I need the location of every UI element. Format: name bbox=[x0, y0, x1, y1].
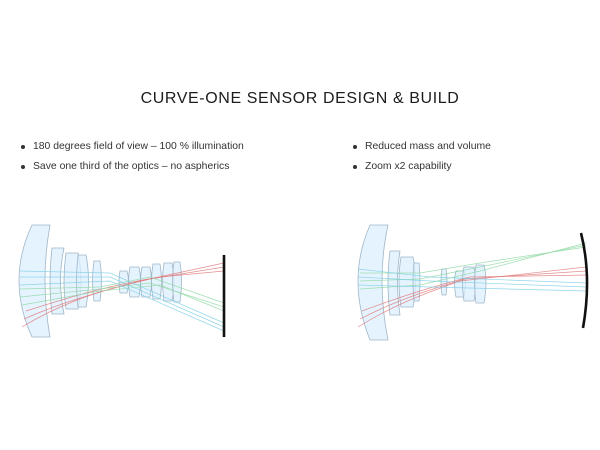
ray-blue-2 bbox=[20, 276, 225, 328]
right-bullet-1: Reduced mass and volume bbox=[352, 140, 491, 160]
page-title: CURVE-ONE SENSOR DESIGN & BUILD bbox=[140, 90, 460, 107]
ray-green-3 bbox=[21, 284, 225, 312]
right-feature-list: Reduced mass and volume Zoom x2 capabili… bbox=[352, 140, 491, 180]
ray-red-2 bbox=[23, 266, 225, 320]
right-bullet-2: Zoom x2 capability bbox=[352, 160, 491, 180]
ray-green-1 bbox=[19, 276, 225, 304]
left-bullet-1: 180 degrees field of view – 100 % illumi… bbox=[20, 140, 244, 160]
ray-red-2 bbox=[359, 270, 587, 320]
ray-blue-3 bbox=[357, 284, 587, 292]
lens-element-8 bbox=[140, 266, 152, 298]
flat-sensor-lens-diagram bbox=[0, 215, 300, 355]
lens-element-4 bbox=[76, 254, 89, 308]
curved-sensor-lens-diagram bbox=[300, 215, 600, 355]
ray-blue-1 bbox=[19, 270, 225, 324]
front-meniscus-lens bbox=[18, 224, 51, 338]
ray-green-2 bbox=[19, 282, 225, 308]
ray-red-1 bbox=[21, 262, 225, 328]
left-bullet-2: Save one third of the optics – no aspher… bbox=[20, 160, 244, 180]
lens-element-7 bbox=[462, 266, 476, 302]
lens-element-8 bbox=[474, 264, 487, 304]
ray-green-2 bbox=[359, 244, 587, 282]
lens-element-2 bbox=[49, 247, 65, 315]
curved-sensor bbox=[579, 232, 589, 329]
ray-red-3 bbox=[361, 274, 587, 312]
ray-blue-3 bbox=[19, 280, 225, 332]
lens-element-11 bbox=[172, 261, 182, 303]
ray-green-3 bbox=[360, 246, 587, 274]
front-meniscus-lens bbox=[357, 224, 389, 341]
lens-element-5 bbox=[92, 260, 102, 302]
ray-blue-2 bbox=[357, 276, 587, 288]
ray-blue-1 bbox=[357, 268, 587, 284]
left-feature-list: 180 degrees field of view – 100 % illumi… bbox=[20, 140, 244, 180]
lens-element-5 bbox=[440, 268, 448, 296]
